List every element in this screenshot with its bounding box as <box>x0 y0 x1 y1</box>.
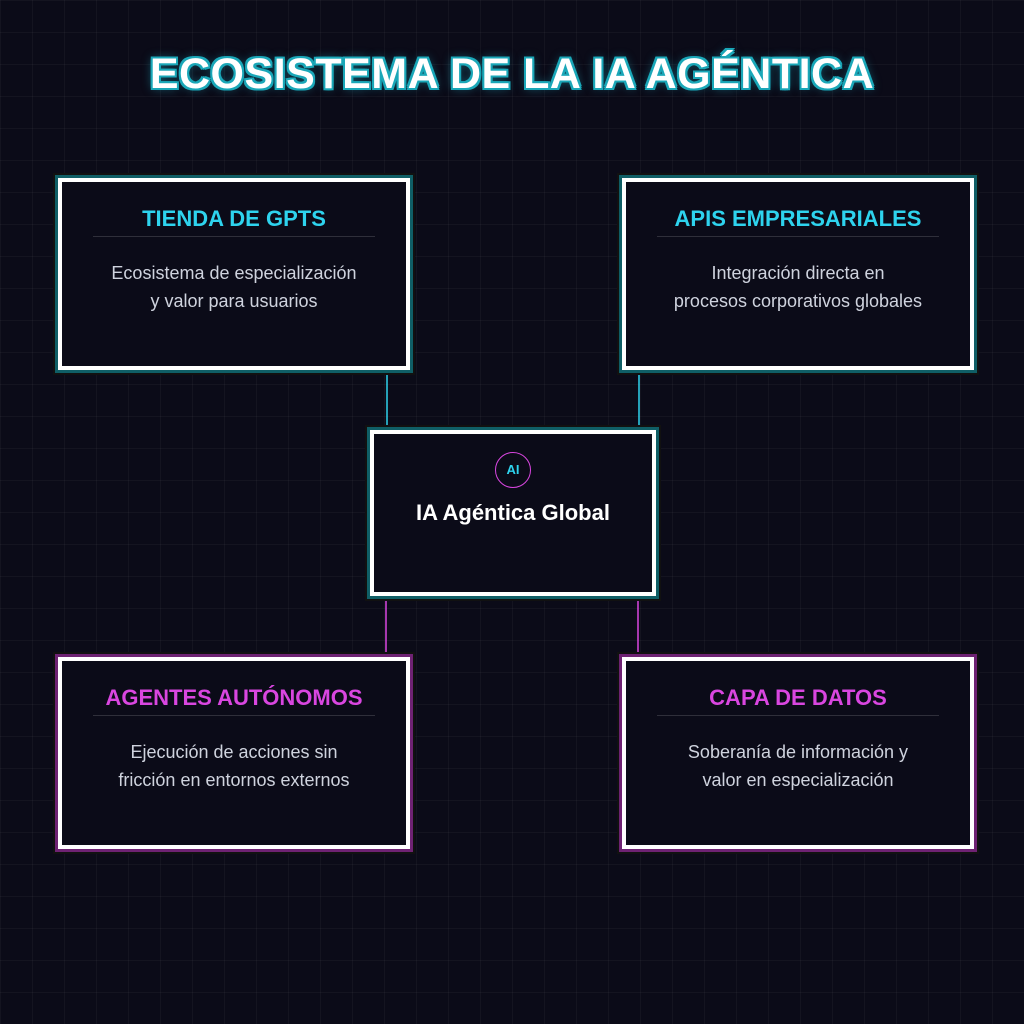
diagram-title: ECOSISTEMA DE LA IA AGÉNTICA <box>149 50 875 98</box>
node-capa-de-datos: CAPA DE DATOS Soberanía de información y… <box>622 657 974 849</box>
node-description-line: Integración directa en <box>711 263 885 283</box>
node-agentes-autonomos: AGENTES AUTÓNOMOS Ejecución de acciones … <box>58 657 410 849</box>
node-title: TIENDA DE GPTS <box>93 206 375 237</box>
ai-badge-icon: AI <box>495 452 531 488</box>
node-title: APIS EMPRESARIALES <box>657 206 939 237</box>
node-title: AGENTES AUTÓNOMOS <box>93 685 375 716</box>
center-node: AI IA Agéntica Global <box>370 430 656 596</box>
node-description-line: fricción en entornos externos <box>118 770 350 790</box>
node-description-line: Ecosistema de especialización <box>111 263 357 283</box>
node-description: Ecosistema de especialización y valor pa… <box>62 259 406 315</box>
node-tienda-gpts: TIENDA DE GPTS Ecosistema de especializa… <box>58 178 410 370</box>
node-description-line: procesos corporativos globales <box>673 291 923 311</box>
node-description-line: valor en especialización <box>702 770 894 790</box>
node-description: Soberanía de información y valor en espe… <box>626 738 970 794</box>
node-description: Integración directa en procesos corporat… <box>626 259 970 315</box>
center-node-label: IA Agéntica Global <box>416 500 610 525</box>
node-description: Ejecución de acciones sin fricción en en… <box>62 738 406 794</box>
node-description-line: y valor para usuarios <box>150 291 318 311</box>
node-apis-empresariales: APIS EMPRESARIALES Integración directa e… <box>622 178 974 370</box>
node-description-line: Soberanía de información y <box>687 742 909 762</box>
node-description-line: Ejecución de acciones sin <box>130 742 338 762</box>
node-title: CAPA DE DATOS <box>657 685 939 716</box>
